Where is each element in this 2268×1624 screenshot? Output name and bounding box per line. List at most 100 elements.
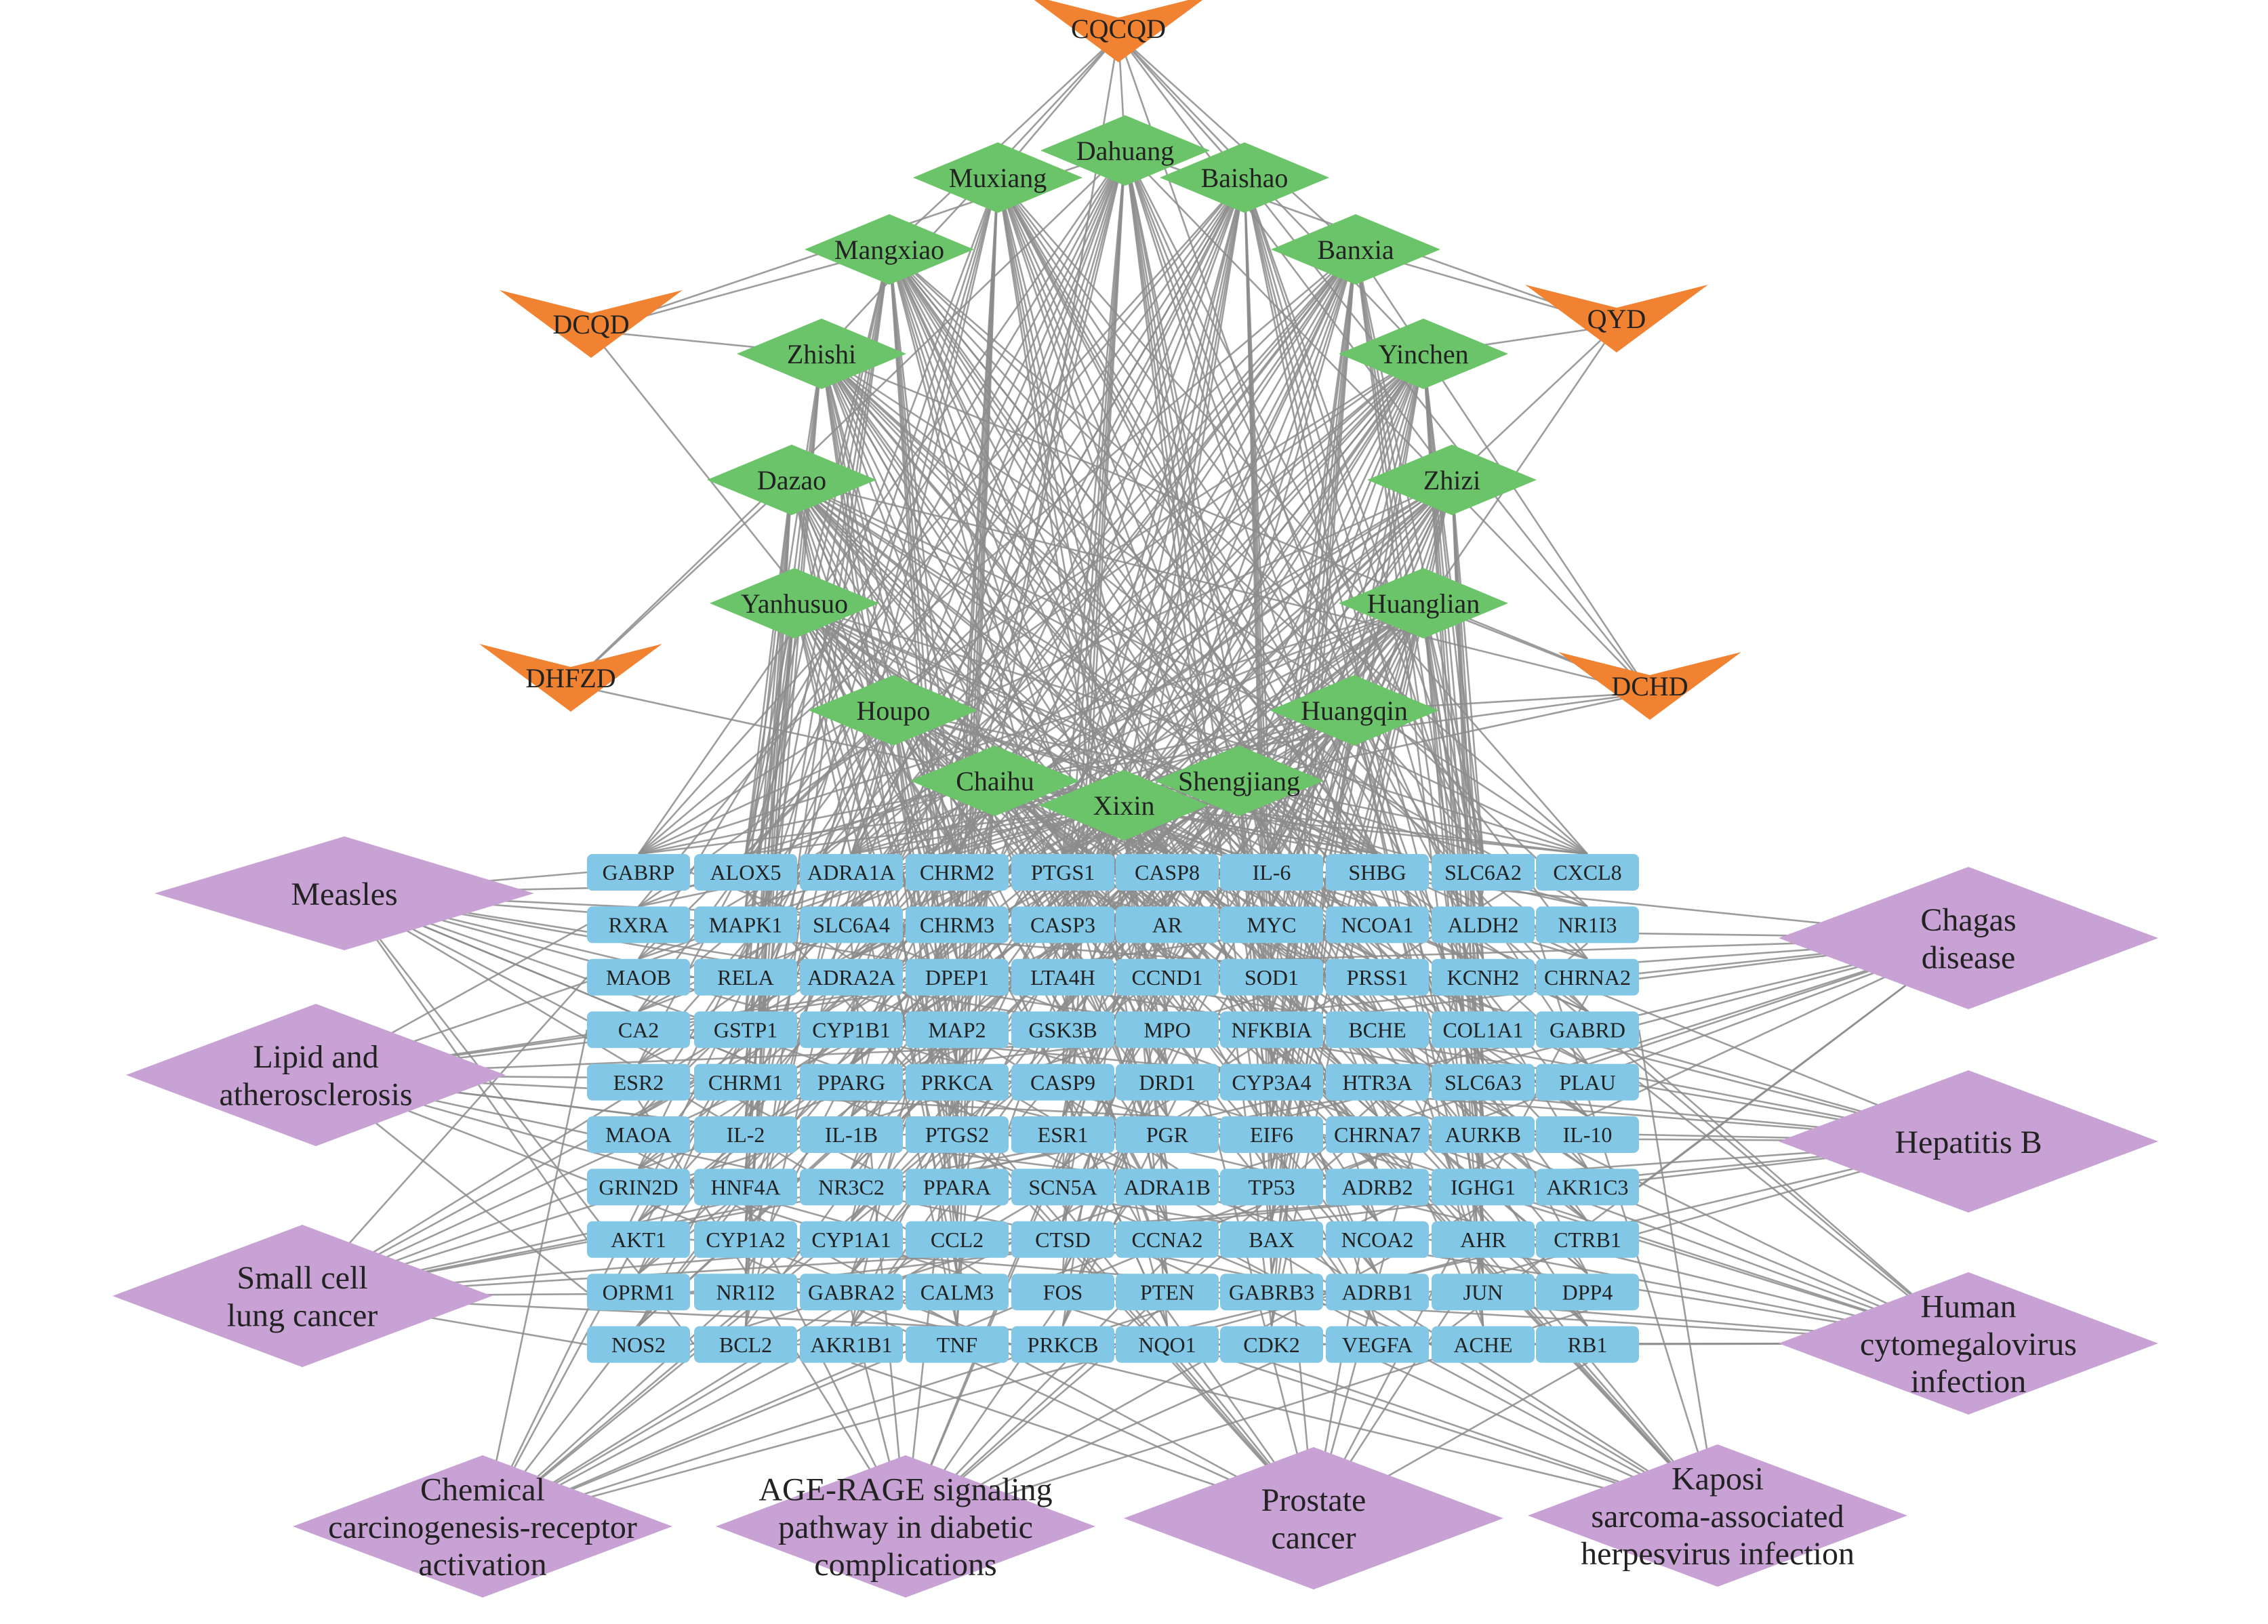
- target-node-nqo1: NQO1: [1116, 1326, 1219, 1363]
- target-shape: [1011, 1221, 1114, 1258]
- target-shape: [800, 1011, 903, 1049]
- target-node-adra1b: ADRA1B: [1116, 1169, 1219, 1206]
- target-shape: [1536, 1274, 1639, 1311]
- target-node-bcl2: BCL2: [694, 1326, 797, 1363]
- target-label: NCOA1: [1341, 913, 1414, 937]
- pathway-shape: [126, 1004, 506, 1146]
- target-shape: [1326, 1221, 1429, 1258]
- target-label: CASP8: [1135, 860, 1200, 885]
- target-label: ADRA1B: [1124, 1175, 1211, 1200]
- target-shape: [1536, 1116, 1639, 1153]
- target-node-ccl2: CCL2: [906, 1221, 1009, 1258]
- target-label: PTGS2: [925, 1122, 989, 1147]
- target-shape: [1011, 1169, 1114, 1206]
- target-node-aldh2: ALDH2: [1432, 906, 1535, 943]
- target-node-ptgs2: PTGS2: [906, 1116, 1009, 1153]
- pathway-label: Human: [1920, 1289, 2016, 1325]
- pathway-label: pathway in diabetic: [778, 1509, 1033, 1545]
- pathway-label: complications: [814, 1547, 996, 1583]
- target-label: JUN: [1463, 1280, 1503, 1304]
- target-node-gabrb3: GABRB3: [1220, 1274, 1323, 1311]
- target-label: GRIN2D: [599, 1175, 678, 1200]
- target-shape: [1220, 1221, 1323, 1258]
- target-label: CCND1: [1132, 965, 1203, 990]
- target-shape: [587, 958, 690, 996]
- target-shape: [587, 1169, 690, 1206]
- target-node-ppara: PPARA: [906, 1169, 1009, 1206]
- target-node-drd1: DRD1: [1116, 1063, 1219, 1101]
- target-label: PRKCA: [921, 1070, 994, 1095]
- formula-node-dhfzd: DHFZD: [479, 644, 662, 712]
- target-label: ALDH2: [1448, 913, 1519, 937]
- target-node-nr1i3: NR1I3: [1536, 906, 1639, 943]
- target-shape: [694, 1011, 797, 1049]
- target-label: CHRM3: [920, 913, 994, 937]
- target-label: MAOA: [605, 1122, 672, 1147]
- target-node-il-2: IL-2: [694, 1116, 797, 1153]
- formula-shape: [1558, 652, 1741, 720]
- target-label: SLC6A3: [1444, 1070, 1522, 1095]
- target-label: IL-1B: [825, 1122, 878, 1147]
- target-label: CASP9: [1030, 1070, 1095, 1095]
- target-label: SOD1: [1244, 965, 1299, 990]
- target-label: CCL2: [931, 1227, 984, 1252]
- target-shape: [906, 1063, 1009, 1101]
- formula-shape: [500, 290, 683, 358]
- target-label: ALOX5: [710, 860, 782, 885]
- target-shape: [587, 854, 690, 891]
- target-node-prkca: PRKCA: [906, 1063, 1009, 1101]
- target-node-hnf4a: HNF4A: [694, 1169, 797, 1206]
- target-label: ACHE: [1453, 1333, 1512, 1357]
- herb-label: Yinchen: [1378, 339, 1468, 369]
- pathway-shape: [1779, 867, 2158, 1009]
- herb-shape: [809, 675, 978, 746]
- herb-shape: [1367, 445, 1537, 515]
- target-node-ctsd: CTSD: [1011, 1221, 1114, 1258]
- target-node-rxra: RXRA: [587, 906, 690, 943]
- herb-label: Huanglian: [1367, 588, 1480, 619]
- target-node-cyp1a2: CYP1A2: [694, 1221, 797, 1258]
- target-label: BAX: [1249, 1227, 1295, 1252]
- target-label: CHRM2: [920, 860, 994, 885]
- target-shape: [1536, 1169, 1639, 1206]
- target-node-cyp3a4: CYP3A4: [1220, 1063, 1323, 1101]
- herb-shape: [710, 568, 879, 638]
- target-node-calm3: CALM3: [906, 1274, 1009, 1311]
- target-shape: [587, 1221, 690, 1258]
- target-node-nos2: NOS2: [587, 1326, 690, 1363]
- target-label: IL-10: [1563, 1122, 1613, 1147]
- target-label: ADRB1: [1342, 1280, 1413, 1304]
- pathway-label: Chemical: [420, 1472, 545, 1508]
- target-node-htr3a: HTR3A: [1326, 1063, 1429, 1101]
- herb-shape: [1270, 675, 1439, 746]
- formula-node-dcqd: DCQD: [500, 290, 683, 358]
- target-label: TNF: [937, 1333, 977, 1357]
- target-shape: [1116, 1011, 1219, 1049]
- formula-label: DCHD: [1611, 671, 1688, 702]
- target-label: PPARA: [923, 1175, 991, 1200]
- target-node-il-6: IL-6: [1220, 854, 1323, 891]
- target-shape: [1432, 1326, 1535, 1363]
- target-shape: [906, 1326, 1009, 1363]
- target-label: PTGS1: [1031, 860, 1095, 885]
- pathway-label: disease: [1922, 939, 2016, 975]
- target-label: SLC6A2: [1444, 860, 1522, 885]
- herb-node-banxia: Banxia: [1271, 214, 1440, 285]
- target-node-cyp1a1: CYP1A1: [800, 1221, 903, 1258]
- pathway-label: Chagas: [1920, 902, 2016, 938]
- target-shape: [1220, 1116, 1323, 1153]
- pathway-label: activation: [418, 1547, 546, 1583]
- pathway-label: AGE-RAGE signaling: [758, 1472, 1052, 1508]
- target-node-casp9: CASP9: [1011, 1063, 1114, 1101]
- target-label: DRD1: [1139, 1070, 1196, 1095]
- target-shape: [694, 906, 797, 943]
- target-node-cyp1b1: CYP1B1: [800, 1011, 903, 1049]
- target-label: CDK2: [1243, 1333, 1300, 1357]
- target-node-akr1c3: AKR1C3: [1536, 1169, 1639, 1206]
- target-node-gabrd: GABRD: [1536, 1011, 1639, 1049]
- target-label: CXCL8: [1553, 860, 1621, 885]
- target-node-slc6a4: SLC6A4: [800, 906, 903, 943]
- herb-node-dazao: Dazao: [707, 445, 876, 515]
